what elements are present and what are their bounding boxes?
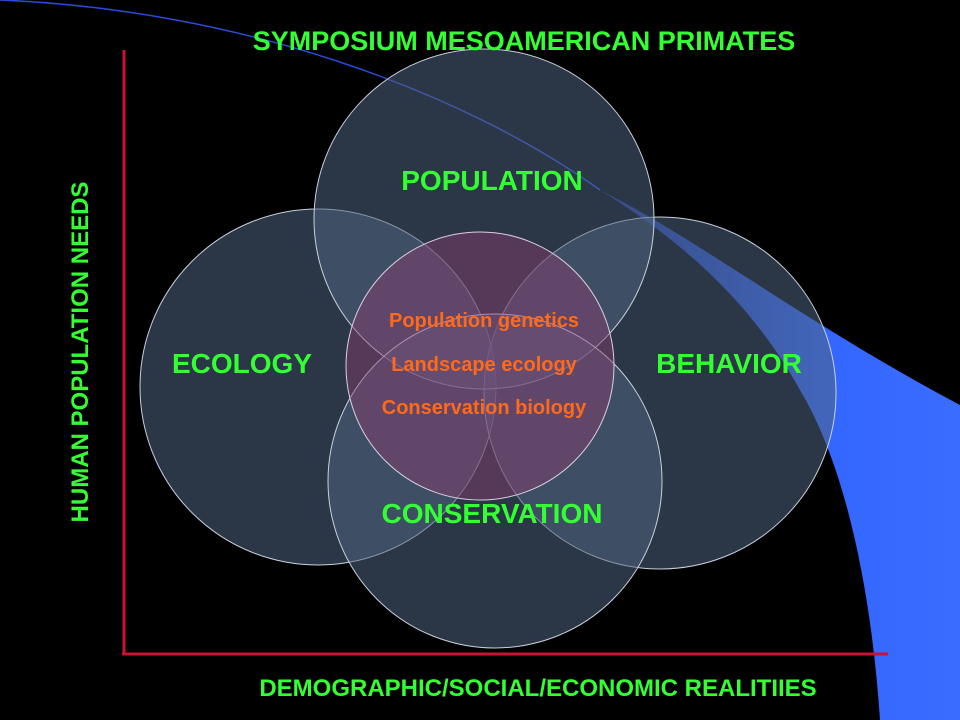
decorative-swoosh-fill [600, 190, 960, 720]
population-label: POPULATION [401, 165, 582, 196]
y-axis-label: HUMAN POPULATION NEEDS [67, 182, 94, 523]
conservation-label: CONSERVATION [382, 498, 603, 529]
x-axis-label: DEMOGRAPHIC/SOCIAL/ECONOMIC REALITIIES [259, 675, 816, 702]
page-title: SYMPOSIUM MESOAMERICAN PRIMATES [253, 26, 796, 56]
center-topic-2: Landscape ecology [391, 354, 577, 376]
behavior-label: BEHAVIOR [656, 348, 802, 379]
ecology-label: ECOLOGY [172, 348, 312, 379]
conservation-circle [327, 313, 663, 649]
center-topic-1: Population genetics [389, 310, 579, 332]
center-topic-3: Conservation biology [382, 397, 587, 419]
center-circle [345, 231, 615, 501]
